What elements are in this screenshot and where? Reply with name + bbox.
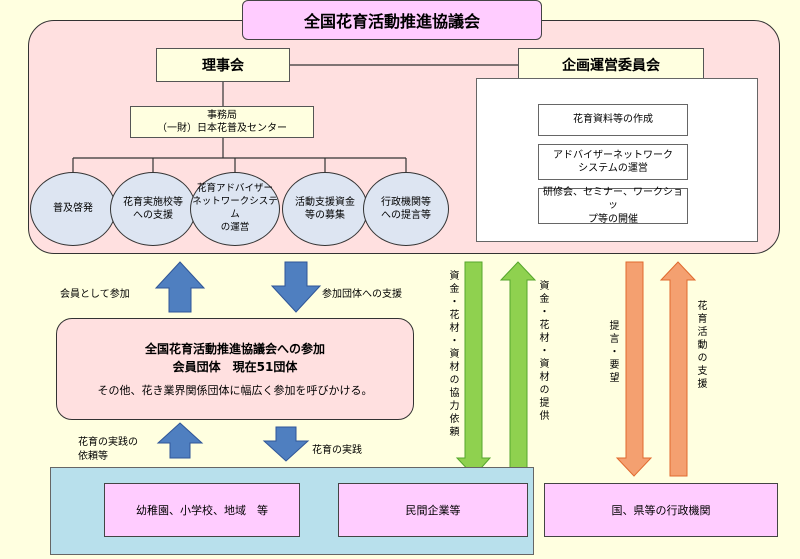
committee-task-network: アドバイザーネットワーク システムの運営: [538, 144, 688, 180]
practice-label: 花育の実践: [312, 445, 362, 456]
secretariat-box: 事務局 （一財）日本花普及センター: [130, 106, 314, 138]
orange-up-arrow: [659, 261, 697, 477]
green-up-label: 資金・花材・資材の提供: [537, 280, 548, 423]
companies-box: 民間企業等: [338, 483, 528, 537]
practice-arrow: [262, 426, 310, 462]
activity-awareness: 普及啓発: [30, 172, 116, 246]
activity-funding: 活動支援資金 等の募集: [282, 172, 368, 246]
activity-advisor-network: 花育アドバイザー ネットワークシステム の運営: [190, 172, 280, 246]
member-join-label: 会員として参加: [60, 289, 130, 300]
planning-committee-box: 企画運営委員会: [518, 48, 704, 82]
participation-line-3: その他、花き業界関係団体に幅広く参加を呼びかける。: [97, 384, 373, 397]
schools-box: 幼稚園、小学校、地域 等: [104, 483, 300, 537]
green-up-arrow: [499, 261, 537, 477]
activity-policy-proposals: 行政機関等 への提言等: [363, 172, 449, 246]
government-box: 国、県等の行政機関: [544, 483, 778, 537]
member-join-arrow: [154, 261, 206, 313]
green-down-arrow: [455, 261, 492, 477]
activity-school-support: 花育実施校等 への支援: [110, 172, 196, 246]
support-label: 参加団体への支援: [322, 289, 402, 300]
orange-down-arrow: [615, 261, 653, 477]
committee-task-seminars: 研修会、セミナー、ワークショッ プ等の開催: [538, 187, 688, 225]
support-arrow: [270, 261, 322, 313]
participation-box: 全国花育活動推進協議会への参加 会員団体 現在51団体 その他、花き業界関係団体…: [56, 318, 414, 420]
request-arrow: [156, 422, 204, 459]
orange-down-label: 提言・要望: [607, 320, 618, 385]
participation-line-2: 会員団体 現在51団体: [172, 360, 298, 374]
board-box: 理事会: [156, 48, 290, 82]
green-down-label: 資金・花材・資材の協力依頼: [447, 270, 458, 439]
request-label: 花育の実践の 依頼等: [78, 437, 138, 462]
committee-task-materials: 花育資料等の作成: [538, 104, 688, 136]
orange-up-label: 花育活動の支援: [695, 300, 706, 391]
participation-line-1: 全国花育活動推進協議会への参加: [144, 342, 325, 356]
page-title: 全国花育活動推進協議会: [242, 0, 542, 40]
